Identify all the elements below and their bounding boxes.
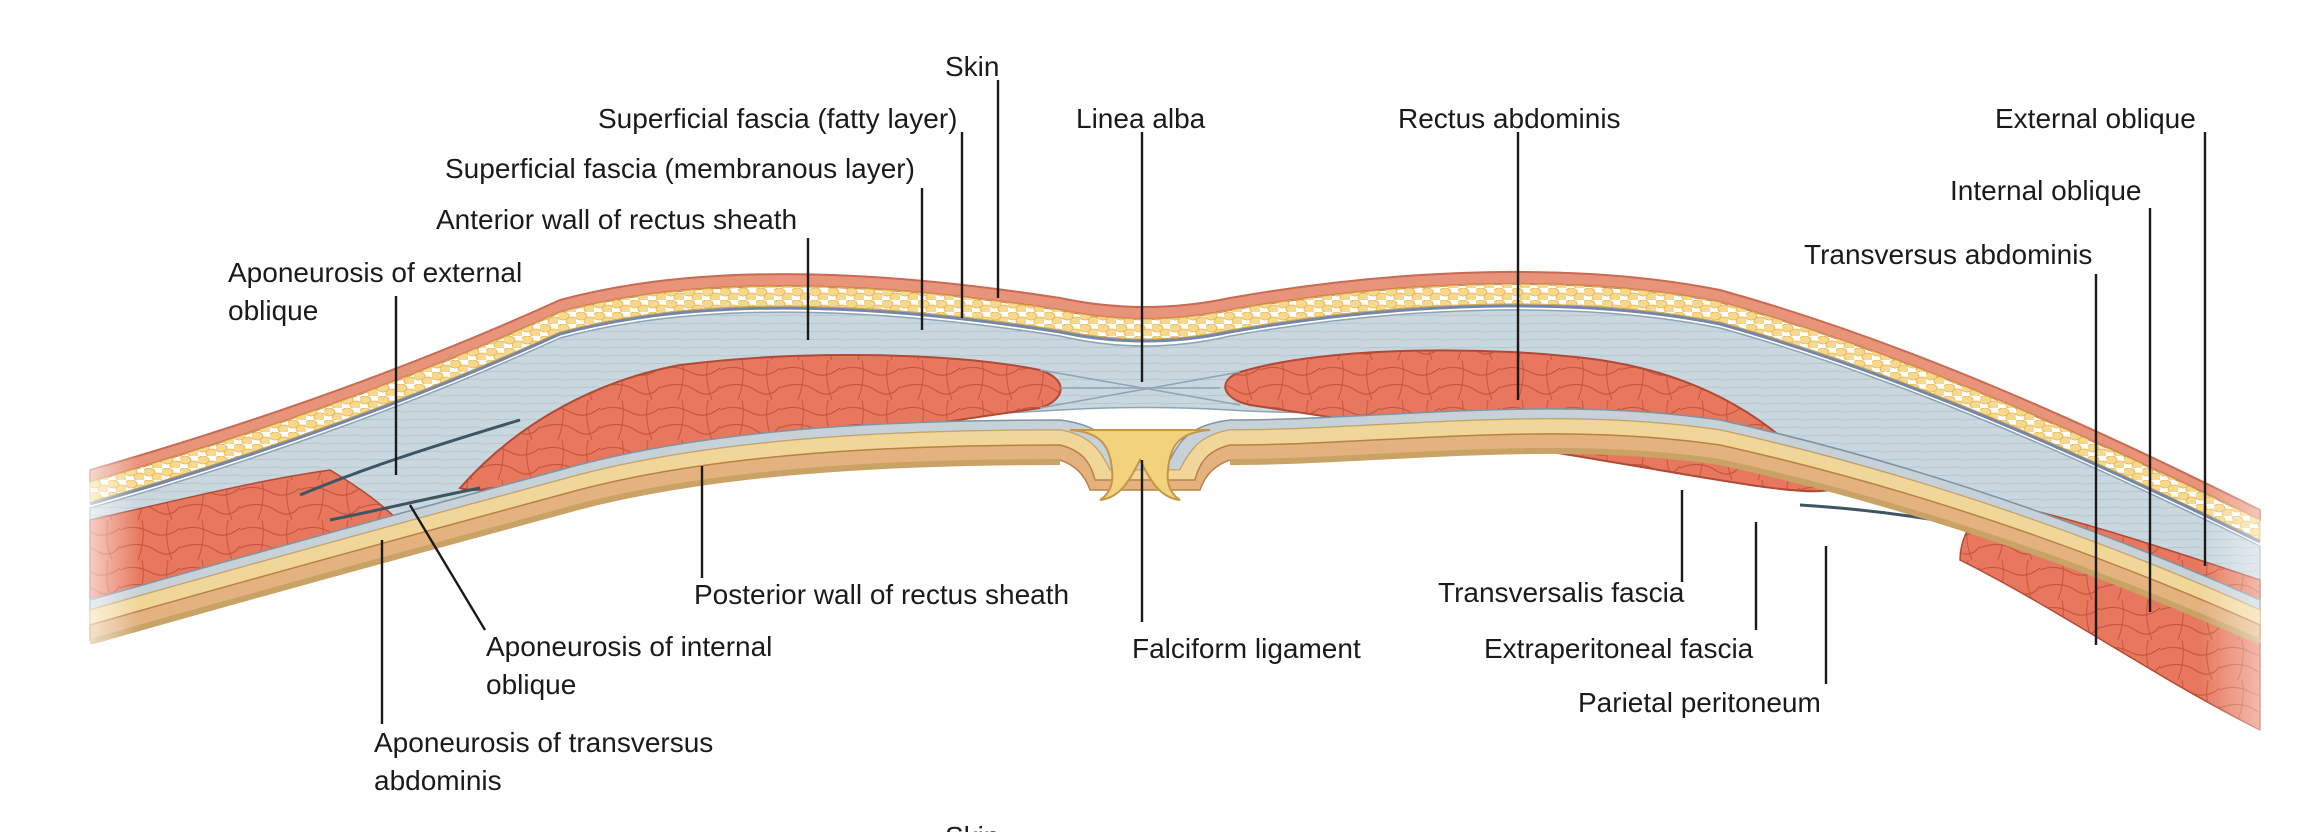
membranous-layer — [89, 304, 2261, 544]
leader-lines — [380, 80, 2207, 724]
label-parietal-peritoneum: Parietal peritoneum — [1578, 687, 1821, 718]
label-transversalis-fascia: Transversalis fascia — [1438, 577, 1685, 608]
label-extraperitoneal-fascia: Extraperitoneal fascia — [1484, 633, 1754, 664]
lateral-muscles-right — [1959, 499, 2261, 732]
label-aponeurosis-internal-oblique-line2: oblique — [486, 669, 576, 700]
label-transversus-abdominis: Transversus abdominis — [1804, 239, 2092, 270]
leader-aponeurosis-internal — [408, 504, 487, 631]
label-rectus-abdominis: Rectus abdominis — [1398, 103, 1621, 134]
label-superficial-fascia-membranous: Superficial fascia (membranous layer) — [445, 153, 915, 184]
label-aponeurosis-internal-oblique-line1: Aponeurosis of internal — [486, 631, 772, 662]
label-anterior-wall-rectus-sheath: Anterior wall of rectus sheath — [436, 204, 797, 235]
label-aponeurosis-transversus-line1: Aponeurosis of transversus — [374, 727, 713, 758]
label-external-oblique: External oblique — [1995, 103, 2196, 134]
label-linea-alba: Linea alba — [1076, 103, 1206, 134]
linea-alba-fibers — [1039, 369, 1241, 409]
label-posterior-wall-rectus-sheath: Posterior wall of rectus sheath — [694, 579, 1069, 610]
label-aponeurosis-external-oblique-line1: Aponeurosis of external — [228, 257, 522, 288]
label-aponeurosis-transversus-line2: abdominis — [374, 765, 502, 796]
falciform-ligament-shape — [1069, 429, 1211, 501]
peritoneum-outer-line — [89, 447, 2262, 645]
label-skin: Skin — [945, 51, 999, 82]
label-superficial-fascia-fatty: Superficial fascia (fatty layer) — [598, 103, 957, 134]
left-fade — [60, 380, 140, 680]
right-fade — [2200, 440, 2324, 760]
label-falciform-ligament: Falciform ligament — [1132, 633, 1361, 664]
label-aponeurosis-external-oblique-line2: oblique — [228, 295, 318, 326]
label-internal-oblique: Internal oblique — [1950, 175, 2141, 206]
label-skin-cropped: Skin — [945, 821, 999, 832]
labels: Skin Superficial fascia (fatty layer) Su… — [228, 51, 2196, 837]
